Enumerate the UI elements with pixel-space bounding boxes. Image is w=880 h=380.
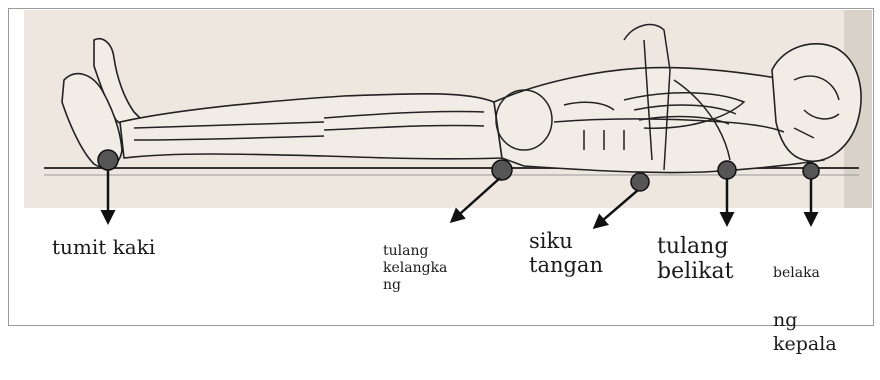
- label-belakang-kepala-rest: ng kepala: [773, 308, 837, 357]
- marker-heel: [98, 150, 118, 170]
- label-siku-tangan: siku tangan: [529, 230, 603, 277]
- supine-skeleton-illustration: [24, 10, 872, 208]
- marker-elbow: [631, 173, 649, 191]
- marker-occiput: [803, 163, 819, 179]
- label-tulang-belikat: tulang belikat: [657, 235, 733, 284]
- marker-sacrum: [492, 160, 512, 180]
- label-belakang-kepala-line1: belaka: [773, 265, 837, 283]
- label-tulang-kelangkang: tulang kelangka ng: [383, 243, 447, 293]
- marker-scapula: [718, 161, 736, 179]
- label-belakang-kepala: belaka ng kepala: [773, 241, 837, 380]
- label-tumit-kaki: tumit kaki: [52, 236, 155, 258]
